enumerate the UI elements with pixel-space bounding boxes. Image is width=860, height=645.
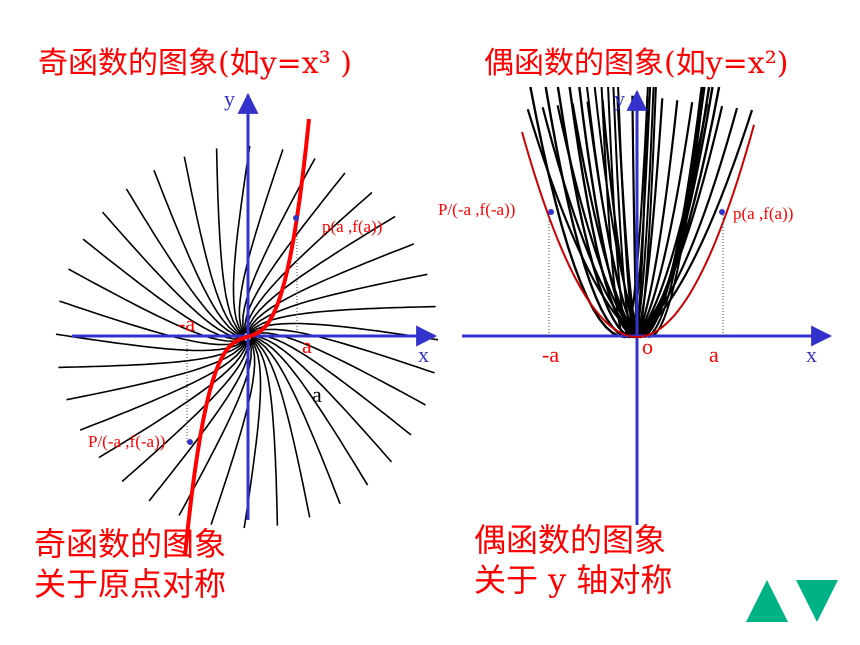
fan-curve xyxy=(82,238,244,340)
fan-curve xyxy=(250,331,426,406)
fan-curve xyxy=(249,328,435,374)
fan-curve xyxy=(250,336,369,486)
fan-curve xyxy=(245,191,373,334)
triangle-down-icon xyxy=(796,580,838,622)
right-caption-line1: 偶函数的图象 xyxy=(474,521,667,559)
parabola-strand xyxy=(635,96,649,338)
fan-curve xyxy=(59,300,245,346)
fan-curve xyxy=(125,188,244,338)
fan-curve xyxy=(210,339,256,525)
right-label-p-prime: P/(-a ,f(-a)) xyxy=(438,200,515,219)
parabola-strand xyxy=(571,103,638,338)
fan-curve xyxy=(250,338,279,526)
fan-curve xyxy=(183,156,244,337)
triangle-up-icon xyxy=(746,580,788,622)
fan-curve xyxy=(244,172,346,334)
left-caption-line2: 关于原点对称 xyxy=(34,565,227,603)
right-label-neg-a: -a xyxy=(542,342,559,367)
fan-curve xyxy=(246,243,415,334)
parabola-strand xyxy=(526,108,638,338)
left-caption: 奇函数的图象 关于原点对称 xyxy=(34,524,226,604)
fan-curve xyxy=(250,336,341,505)
left-label-neg-a: -a xyxy=(178,311,195,336)
fan-curve xyxy=(148,340,250,502)
left-caption-line1: 奇函数的图象 xyxy=(34,525,227,563)
fan-curve xyxy=(178,340,253,516)
fan-curve xyxy=(241,158,316,334)
fan-curve xyxy=(58,340,246,369)
parabola-strand xyxy=(636,102,694,338)
next-slide-button[interactable] xyxy=(794,578,840,624)
odd-function-curve-fan xyxy=(55,145,439,529)
parabola-strand xyxy=(556,105,638,338)
parabola-strand xyxy=(586,101,638,338)
left-point-p-prime xyxy=(187,439,193,445)
fan-curve xyxy=(246,215,396,334)
parabola-strand xyxy=(541,107,638,338)
fan-curve xyxy=(232,145,251,336)
left-label-p: p(a ,f(a)) xyxy=(322,217,382,236)
left-label-y: y xyxy=(224,86,235,111)
parabola-strand xyxy=(636,103,709,338)
fan-curve xyxy=(250,335,393,463)
parabola-strand xyxy=(616,97,639,338)
fan-curve xyxy=(248,305,436,334)
fan-curve xyxy=(79,340,248,431)
fan-curve xyxy=(121,340,249,483)
fan-curve xyxy=(215,148,244,336)
left-label-x: x xyxy=(418,342,429,367)
right-label-x: x xyxy=(806,342,817,367)
right-caption: 偶函数的图象 关于 y 轴对称 xyxy=(474,520,672,600)
fan-curve xyxy=(250,337,311,518)
fan-curve xyxy=(98,340,248,459)
prev-slide-button[interactable] xyxy=(744,578,790,624)
fan-curve xyxy=(101,211,244,339)
fan-curve xyxy=(68,268,244,343)
right-point-p-prime xyxy=(548,209,554,215)
right-label-p: p(a ,f(a)) xyxy=(733,204,793,223)
right-title: 偶函数的图象(如y=x²) xyxy=(484,46,789,81)
fan-curve xyxy=(238,149,284,335)
left-label-a: a xyxy=(302,333,312,358)
left-title: 奇函数的图象(如y=x³ ) xyxy=(38,46,352,81)
right-label-a: a xyxy=(709,342,719,367)
fan-curve xyxy=(153,169,244,338)
left-label-a-black: a xyxy=(312,382,322,407)
right-point-p xyxy=(719,209,725,215)
parabola-strand xyxy=(601,99,639,338)
parabola-strand xyxy=(636,105,724,338)
parabola-strand xyxy=(636,109,754,338)
even-function-red-curve xyxy=(521,124,755,339)
left-label-p-prime: P/(-a ,f(-a)) xyxy=(88,432,165,451)
parabola-strand xyxy=(635,98,664,338)
parabola-strand xyxy=(636,107,739,338)
fan-curve xyxy=(55,333,246,352)
fan-curve xyxy=(250,334,412,436)
right-label-y: y xyxy=(614,86,625,111)
parabola-strand xyxy=(636,100,679,338)
even-function-curve-fan xyxy=(526,86,754,339)
right-caption-line2: 关于 y 轴对称 xyxy=(474,561,673,599)
left-point-p xyxy=(293,215,299,221)
odd-function-red-curve xyxy=(183,118,311,556)
right-label-o: o xyxy=(642,334,653,359)
